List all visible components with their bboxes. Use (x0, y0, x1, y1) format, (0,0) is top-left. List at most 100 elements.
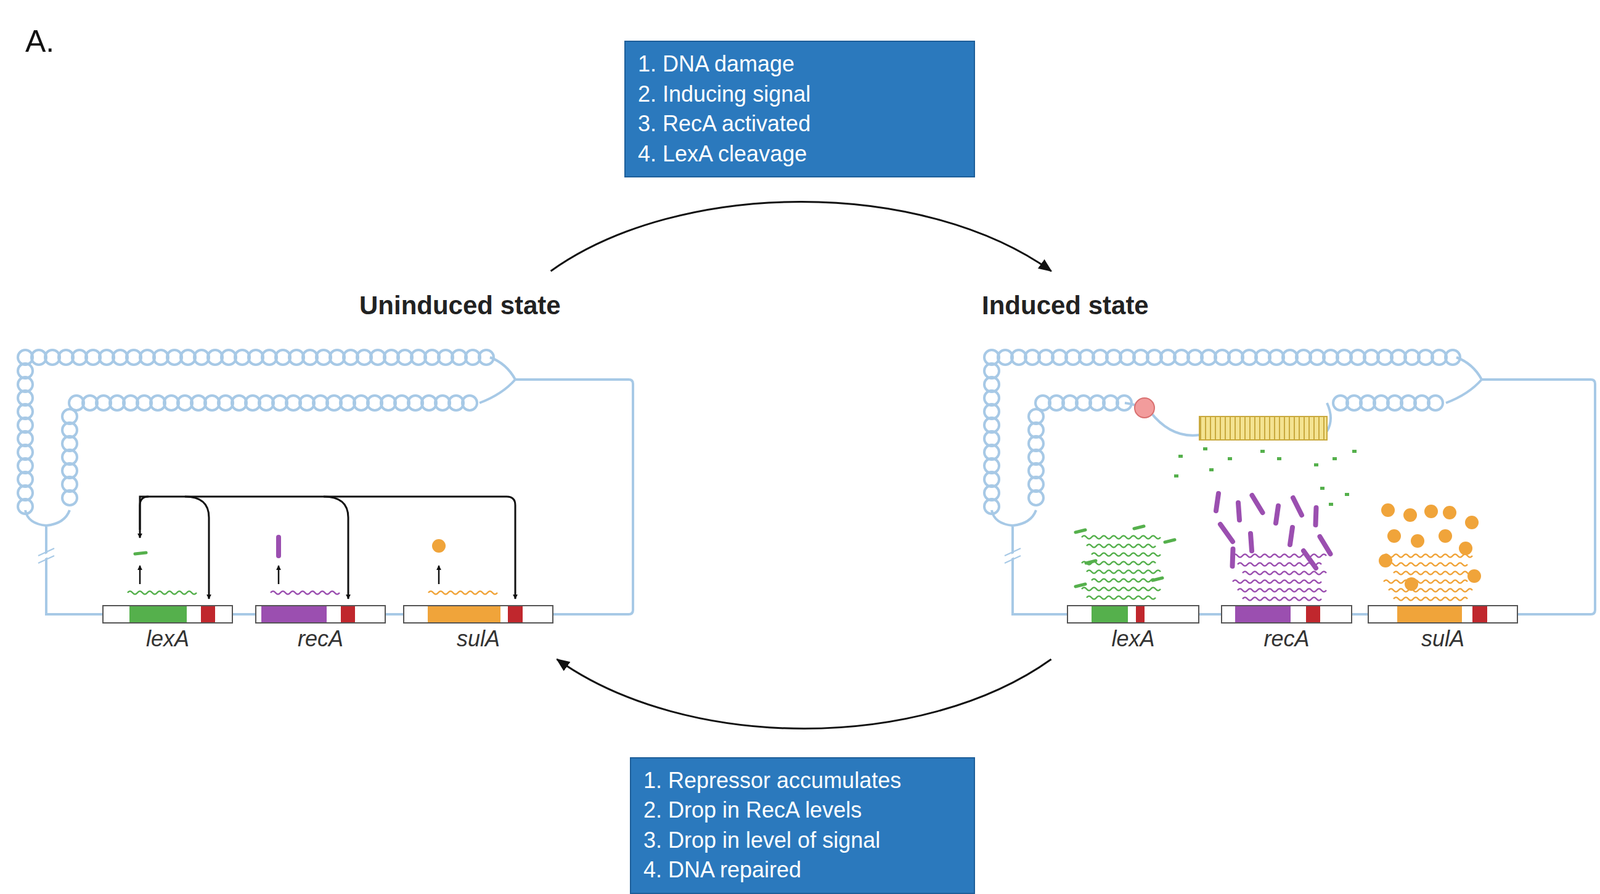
coil-ring (62, 490, 78, 506)
mrna-squiggle (1237, 589, 1327, 593)
coil-ring (478, 350, 494, 365)
sula-protein (1438, 529, 1453, 543)
mrna-squiggle (1242, 597, 1322, 601)
mrna-squiggle (1393, 597, 1468, 601)
break-mark (38, 552, 55, 560)
coil-ring (984, 499, 1000, 515)
lexa-fragment (1227, 457, 1233, 461)
gene-bar (255, 605, 386, 624)
mrna-squiggle (1232, 580, 1322, 584)
step-text: 4. DNA repaired (643, 855, 962, 886)
mrna-squiggle (127, 591, 197, 595)
mrna-squiggle (1388, 589, 1473, 593)
step-text: 3. Drop in level of signal (643, 825, 962, 857)
reca-protein (1220, 524, 1233, 542)
coding-region (129, 606, 188, 623)
sula-protein (1465, 515, 1479, 530)
lexa-fragment (1328, 502, 1334, 507)
reca-protein (1250, 533, 1252, 552)
mrna-squiggle (1232, 554, 1327, 558)
step-text: 1. DNA damage (637, 49, 962, 80)
operator-site (1135, 606, 1146, 623)
repression-arrow (184, 496, 209, 600)
repression-arrow (139, 496, 516, 600)
break-mark (38, 552, 1021, 560)
mrna-squiggle (1086, 596, 1156, 600)
reca-protein (1232, 549, 1234, 567)
coil-ring (1028, 490, 1044, 506)
coil-ring (1445, 350, 1461, 365)
gene-bar (403, 605, 554, 624)
expression-arrow (438, 565, 441, 585)
lexa-fragment (1344, 493, 1350, 497)
gene-bar (1220, 605, 1353, 624)
coil-ring (1116, 395, 1132, 411)
coding-region (1397, 606, 1463, 623)
break-mark (1004, 555, 1021, 564)
mrna-squiggle (1237, 563, 1322, 567)
break-mark (1004, 552, 1021, 560)
mrna-squiggle (1091, 579, 1156, 583)
sula-protein (1467, 569, 1482, 584)
lexa-protein (1152, 578, 1163, 581)
reca-filament (1199, 416, 1327, 441)
cycle-arrow (551, 202, 1052, 272)
mrna-squiggle (1081, 587, 1161, 592)
lexa-fragment (1277, 457, 1282, 461)
reca-protein (1320, 536, 1331, 555)
mrna-squiggle (1242, 571, 1327, 576)
reca-protein (1252, 495, 1263, 513)
coding-region (427, 606, 501, 623)
mrna-squiggle (1393, 571, 1473, 576)
expression-arrow (139, 565, 439, 585)
reca-protein (1303, 551, 1316, 569)
lexa-fragment (1174, 474, 1179, 478)
mrna-squiggle (270, 591, 340, 595)
gene-bar (1066, 605, 1200, 624)
operator-site (1472, 606, 1488, 623)
coding-region (261, 606, 327, 623)
lexa-fragment (1332, 457, 1337, 461)
coil-ring (17, 499, 33, 515)
polymerase-ball (1134, 398, 1155, 418)
lexa-protein (1164, 539, 1175, 543)
lexa-protein (1075, 584, 1086, 587)
break-mark (38, 555, 55, 564)
gene-label: sulA (403, 626, 554, 653)
sula-protein (1387, 529, 1401, 543)
reca-protein (1216, 493, 1219, 511)
cycle-arrow (557, 659, 1052, 730)
gene-label: recA (255, 626, 386, 653)
chromosome-line (991, 357, 1596, 615)
lexa-fragment (1203, 447, 1208, 451)
repression-arrow (139, 496, 516, 600)
sula-protein (1424, 504, 1438, 519)
operator-site (340, 606, 356, 623)
expression-arrow (277, 565, 280, 585)
lexa-protein (134, 552, 147, 555)
lexa-fragment (1320, 486, 1325, 490)
reca-protein (1293, 497, 1302, 516)
sula-protein (432, 539, 446, 553)
step-text: 3. RecA activated (637, 109, 962, 140)
chromosome-strand (25, 357, 1596, 615)
mrna-squiggle (428, 591, 498, 595)
lexa-protein (1134, 526, 1144, 529)
sula-protein (1410, 534, 1425, 548)
state-panel: Uninduced statelexArecAsulA (15, 271, 638, 660)
chromosome-line (25, 357, 633, 615)
reca-protein (1289, 527, 1293, 545)
mrna-squiggle (1086, 544, 1156, 548)
coil-ring (462, 395, 478, 411)
lexa-fragment (1209, 468, 1214, 472)
gene-label: sulA (1367, 626, 1519, 653)
reca-protein (1275, 506, 1279, 524)
step-text: 2. Drop in RecA levels (643, 795, 962, 826)
gene-box: sulA (1367, 605, 1519, 658)
expression-arrow (139, 565, 142, 585)
panel-letter: A. (25, 23, 55, 60)
gene-box: recA (255, 605, 386, 658)
sula-protein (1403, 508, 1417, 523)
gene-label: lexA (102, 626, 233, 653)
repression-arrow (139, 496, 149, 539)
